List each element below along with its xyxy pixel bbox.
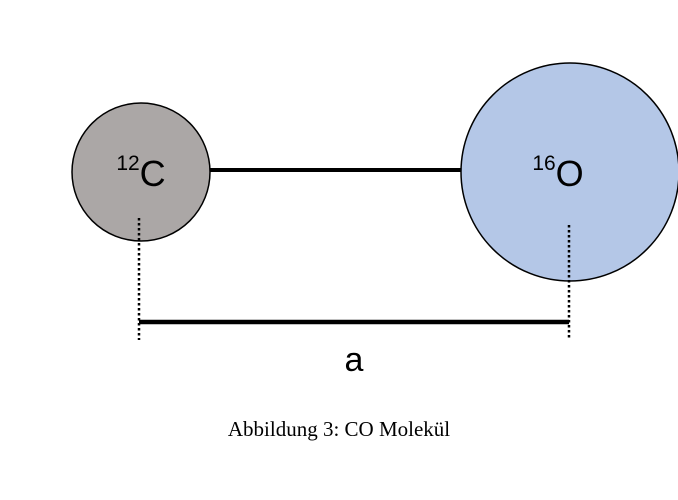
carbon-label: 12C (116, 152, 165, 194)
carbon-symbol: C (140, 153, 166, 194)
oxygen-mass-number: 16 (532, 152, 555, 175)
oxygen-symbol: O (556, 153, 584, 194)
carbon-atom (71, 102, 211, 242)
carbon-mass-number: 12 (116, 152, 139, 175)
figure-caption: Abbildung 3: CO Molekül (227, 417, 451, 441)
oxygen-label: 16O (532, 152, 583, 194)
distance-label: a (345, 341, 364, 379)
